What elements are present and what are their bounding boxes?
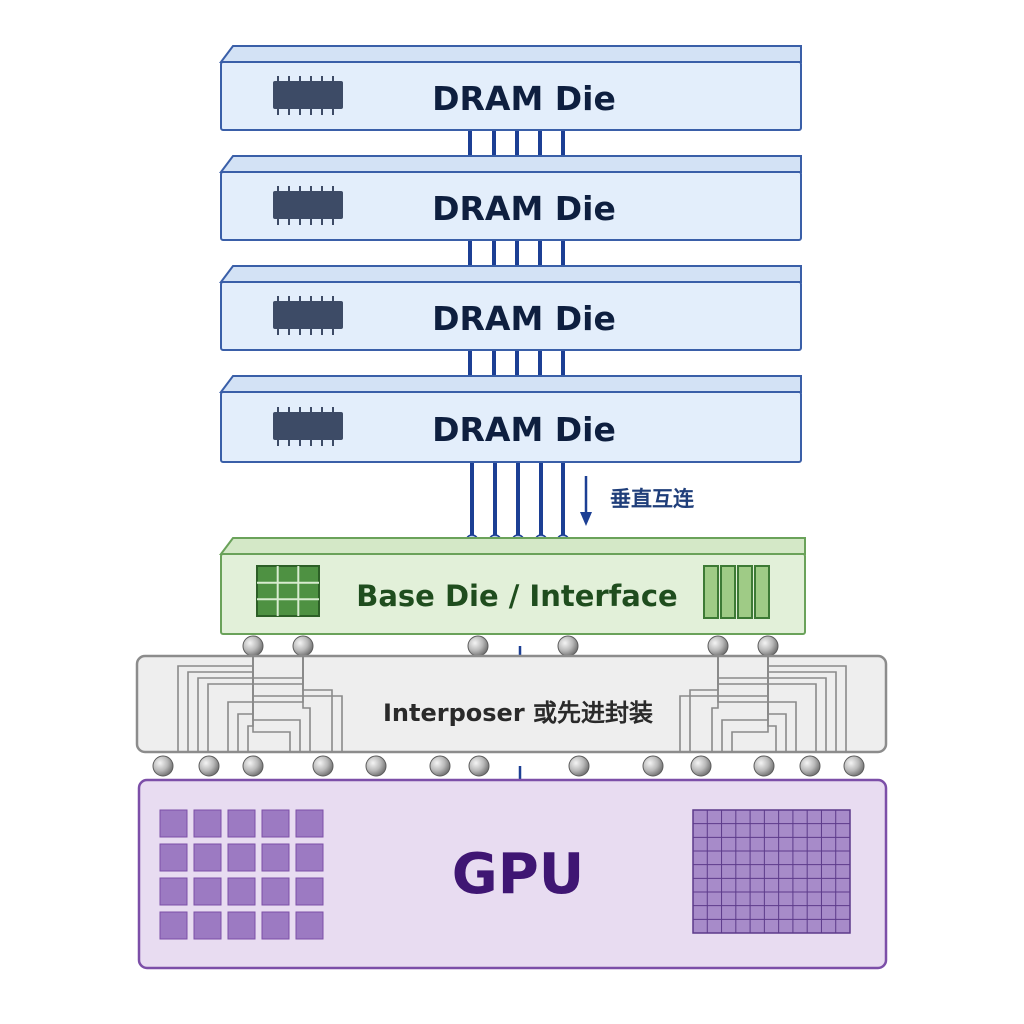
- compute-unit-block: [261, 809, 290, 838]
- compute-units-grid: [159, 809, 324, 940]
- compute-unit-block: [193, 911, 222, 940]
- logic-grid-icon: [256, 565, 320, 617]
- compute-unit-block: [193, 843, 222, 872]
- routing-traces-left: [177, 656, 343, 752]
- routing-traces-right: [679, 656, 847, 752]
- c4-bumps: [152, 755, 865, 777]
- compute-unit-block: [227, 911, 256, 940]
- tsv-bundle-4: [470, 462, 565, 538]
- compute-unit-block: [261, 911, 290, 940]
- memory-chip-icon: [273, 76, 343, 115]
- io-bars-icon: [703, 565, 770, 619]
- compute-unit-block: [159, 877, 188, 906]
- compute-unit-block: [295, 809, 324, 838]
- memory-chip-icon: [273, 186, 343, 225]
- dram-die: DRAM Die: [219, 375, 802, 463]
- base-die-label: Base Die / Interface: [356, 579, 677, 613]
- dram-die-label: DRAM Die: [432, 79, 616, 118]
- compute-unit-block: [193, 809, 222, 838]
- compute-unit-block: [295, 843, 324, 872]
- compute-unit-block: [193, 877, 222, 906]
- compute-unit-block: [227, 877, 256, 906]
- dram-die: DRAM Die: [219, 265, 802, 351]
- interposer: Interposer 或先进封装: [135, 654, 888, 754]
- compute-unit-block: [159, 843, 188, 872]
- compute-unit-block: [227, 843, 256, 872]
- compute-unit-block: [227, 809, 256, 838]
- dram-die: DRAM Die: [219, 155, 802, 241]
- memory-chip-icon: [273, 407, 343, 446]
- memory-chip-icon: [273, 296, 343, 335]
- gpu-die: GPU: [137, 778, 888, 970]
- interposer-label: Interposer 或先进封装: [383, 699, 653, 727]
- cache-array-background: [692, 809, 851, 934]
- compute-unit-block: [295, 877, 324, 906]
- compute-unit-block: [295, 911, 324, 940]
- dram-die-label: DRAM Die: [432, 189, 616, 228]
- gpu-label: GPU: [452, 842, 584, 907]
- dram-die-label: DRAM Die: [432, 410, 616, 449]
- cache-array-grid: [692, 809, 851, 934]
- compute-unit-block: [261, 843, 290, 872]
- compute-unit-block: [159, 809, 188, 838]
- base-die: Base Die / Interface: [219, 537, 806, 635]
- micro-bumps: [242, 635, 779, 657]
- dram-die: DRAM Die: [219, 45, 802, 131]
- compute-unit-block: [261, 877, 290, 906]
- compute-unit-block: [159, 911, 188, 940]
- arrow-down-icon: [580, 476, 592, 526]
- vertical-interconnect-label: 垂直互连: [610, 487, 695, 511]
- dram-die-label: DRAM Die: [432, 299, 616, 338]
